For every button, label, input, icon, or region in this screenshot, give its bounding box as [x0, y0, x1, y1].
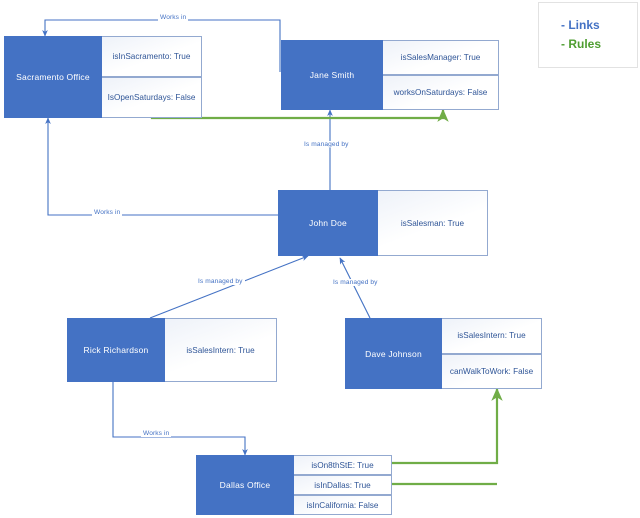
- node-sacramento-office[interactable]: Sacramento Office isInSacramento: True I…: [4, 36, 202, 118]
- property-row: isInDallas: True: [294, 475, 392, 495]
- node-properties: isSalesman: True: [378, 190, 488, 256]
- node-title: Sacramento Office: [4, 36, 102, 118]
- edge-works-in-rick: [112, 382, 248, 456]
- node-title: John Doe: [278, 190, 378, 256]
- node-properties: isSalesManager: True worksOnSaturdays: F…: [383, 40, 499, 110]
- property-row: canWalkToWork: False: [442, 353, 542, 389]
- edge-managed-by-rick: [149, 255, 309, 319]
- property-row: worksOnSaturdays: False: [383, 75, 499, 110]
- edge-label-managed-by-rick: Is managed by: [196, 278, 245, 285]
- node-rick-richardson[interactable]: Rick Richardson isSalesIntern: True: [67, 318, 277, 382]
- property-row: isSalesManager: True: [383, 40, 499, 75]
- property-row: isInSacramento: True: [102, 36, 202, 77]
- property-row: isInCalifornia: False: [294, 495, 392, 515]
- node-properties: isOn8thStE: True isInDallas: True isInCa…: [294, 455, 392, 515]
- node-properties: isSalesIntern: True: [165, 318, 277, 382]
- node-title: Dallas Office: [196, 455, 294, 515]
- node-properties: isSalesIntern: True canWalkToWork: False: [442, 318, 542, 389]
- node-jane-smith[interactable]: Jane Smith isSalesManager: True worksOnS…: [281, 40, 499, 110]
- rule-on8thste: [392, 387, 503, 465]
- edge-label-works-in-john: Works in: [92, 209, 123, 216]
- edge-managed-by-dave: [339, 257, 371, 319]
- edge-works-in-john: [45, 117, 278, 216]
- node-dave-johnson[interactable]: Dave Johnson isSalesIntern: True canWalk…: [345, 318, 542, 389]
- legend-rules-label: - Rules: [561, 37, 602, 51]
- property-row: isSalesIntern: True: [165, 318, 277, 382]
- node-john-doe[interactable]: John Doe isSalesman: True: [278, 190, 488, 256]
- node-title: Rick Richardson: [67, 318, 165, 382]
- edge-label-works-in-jane: Works in: [158, 14, 189, 21]
- node-title: Jane Smith: [281, 40, 383, 110]
- node-properties: isInSacramento: True IsOpenSaturdays: Fa…: [102, 36, 202, 118]
- edge-label-works-in-rick: Works in: [141, 430, 172, 437]
- property-row: isSalesIntern: True: [442, 318, 542, 354]
- edge-label-managed-by-john: Is managed by: [302, 141, 351, 148]
- legend-links-label: - Links: [561, 18, 600, 32]
- node-title: Dave Johnson: [345, 318, 442, 389]
- legend: - Links - Rules: [538, 2, 638, 68]
- property-row: IsOpenSaturdays: False: [102, 77, 202, 118]
- property-row: isOn8thStE: True: [294, 455, 392, 475]
- property-row: isSalesman: True: [378, 190, 488, 256]
- node-dallas-office[interactable]: Dallas Office isOn8thStE: True isInDalla…: [196, 455, 392, 515]
- edge-label-managed-by-dave: Is managed by: [331, 279, 380, 286]
